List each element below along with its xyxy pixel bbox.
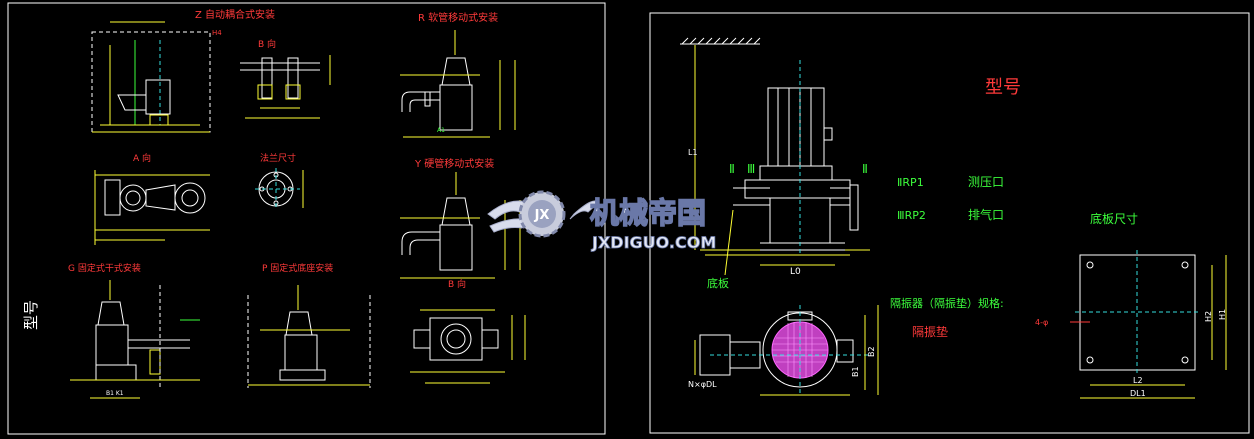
svg-text:A1: A1 bbox=[437, 127, 445, 134]
flange-title: 法兰尺寸 bbox=[260, 152, 296, 164]
rp1-label: ⅡRP1 bbox=[897, 176, 924, 189]
dim-b2-label: B2 bbox=[867, 346, 876, 357]
svg-text:L1: L1 bbox=[688, 148, 698, 157]
rp2-desc: 排气口 bbox=[968, 207, 1004, 222]
holes-label: 4-φ bbox=[1035, 318, 1048, 327]
rp1-desc: 测压口 bbox=[968, 175, 1004, 189]
watermark-logo-letter: JX bbox=[534, 208, 550, 223]
dim-l0-label: L0 bbox=[790, 267, 801, 277]
roman-2a-label: Ⅱ bbox=[729, 162, 735, 176]
watermark-logo: JX bbox=[487, 190, 599, 238]
z-install-drawing: Z 自动耦合式安装 bbox=[91, 8, 275, 133]
a-view-drawing: A 向 bbox=[94, 152, 210, 245]
dim-h1-label: H1 bbox=[1218, 309, 1227, 320]
p-title: P 固定式底座安装 bbox=[262, 262, 333, 274]
svg-text:B1 K1: B1 K1 bbox=[106, 390, 124, 397]
base-plate-size-drawing bbox=[1070, 250, 1227, 399]
dim-b1-label: B1 bbox=[851, 366, 860, 377]
r-title: R 软管移动式安装 bbox=[418, 11, 498, 24]
watermark-cn: 机械帝国 bbox=[590, 196, 706, 230]
b-view-label: B 向 bbox=[258, 38, 276, 50]
nxdl-label: N×φDL bbox=[688, 380, 717, 389]
left-sheet-frame bbox=[7, 2, 606, 435]
base-size-title: 底板尺寸 bbox=[1090, 211, 1138, 226]
plan-view-drawing bbox=[694, 305, 879, 396]
dim-l2-label: L2 bbox=[1133, 376, 1143, 385]
dim-h2-label: H2 bbox=[1204, 311, 1213, 322]
g-install-drawing: G 固定式干式安装 B1 K1 bbox=[68, 262, 200, 399]
right-sheet-frame bbox=[649, 12, 1250, 434]
base-plate-label: 底板 bbox=[707, 276, 729, 290]
svg-text:H4: H4 bbox=[212, 29, 222, 37]
z-title: Z 自动耦合式安装 bbox=[195, 8, 275, 21]
flange-drawing: 法兰尺寸 bbox=[255, 152, 304, 210]
a-view-label: A 向 bbox=[133, 152, 151, 164]
roman-3-label: Ⅲ bbox=[747, 162, 755, 176]
b-view2-label: B 向 bbox=[448, 278, 466, 290]
right-model-title: 型号 bbox=[985, 77, 1021, 98]
dim-dl1-label: DL1 bbox=[1130, 389, 1146, 398]
isolator-label: 隔振器（隔振垫）规格: bbox=[890, 296, 1004, 310]
b-view2-drawing: B 向 bbox=[410, 278, 526, 384]
p-install-drawing: P 固定式底座安装 bbox=[247, 262, 371, 388]
y-title: Y 硬管移动式安装 bbox=[414, 157, 494, 170]
isolator-pad-label: 隔振垫 bbox=[912, 324, 948, 339]
g-title: G 固定式干式安装 bbox=[68, 262, 141, 274]
left-model-vertical: 型号 bbox=[22, 300, 40, 330]
rp2-label: ⅢRP2 bbox=[897, 209, 926, 222]
b-view-drawing: B 向 H4 bbox=[212, 29, 331, 119]
roman-2b-label: Ⅱ bbox=[862, 162, 868, 176]
y-install-drawing: Y 硬管移动式安装 bbox=[400, 157, 521, 279]
r-install-drawing: R 软管移动式安装 A1 bbox=[400, 11, 516, 138]
watermark-en: JXDIGUO.COM bbox=[591, 233, 716, 252]
vertical-pump-drawing: L1 bbox=[688, 60, 870, 276]
